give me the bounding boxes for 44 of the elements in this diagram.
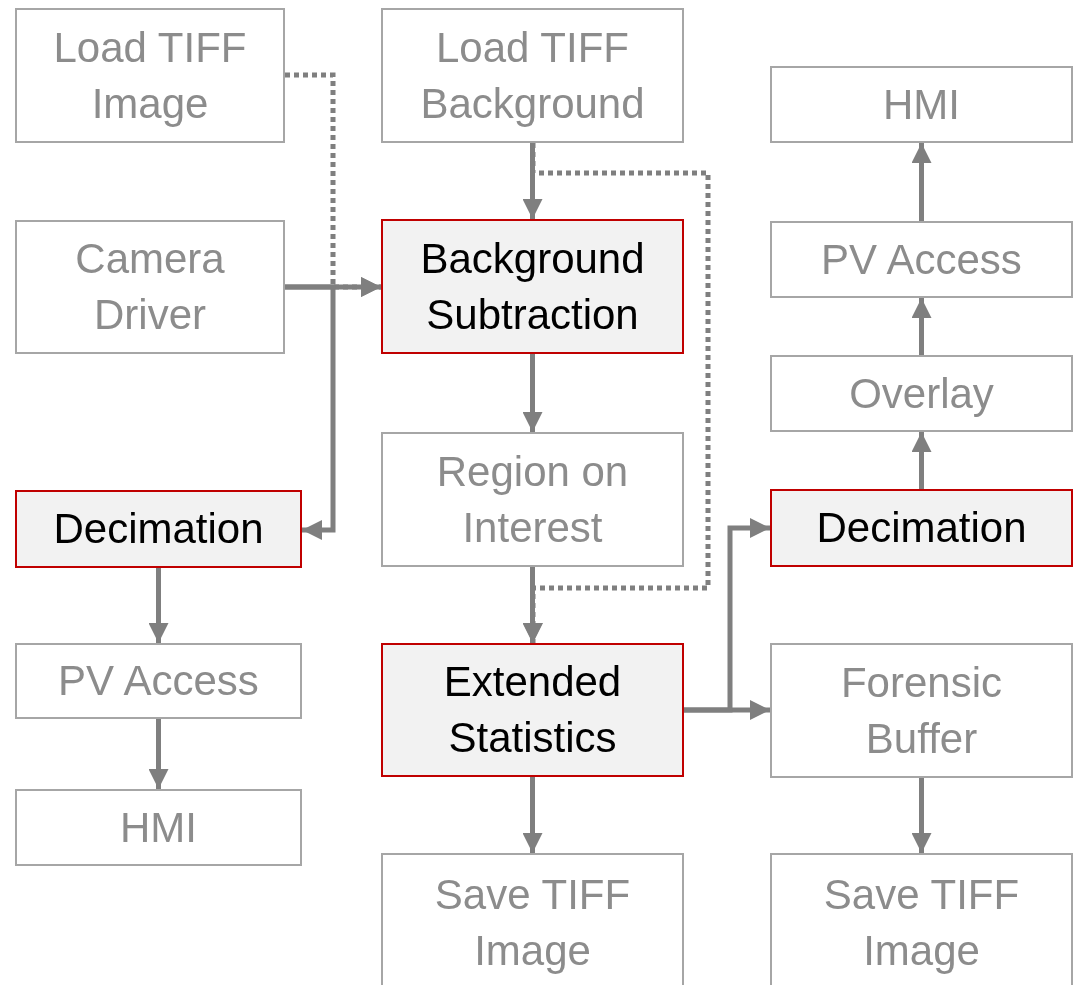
box-label: Save TIFF Image (433, 870, 632, 976)
arrow (285, 284, 336, 540)
box-label: Save TIFF Image (822, 870, 1021, 976)
box-label: Load TIFF Image (52, 22, 248, 129)
box-label: Camera Driver (74, 234, 226, 340)
arrow (148, 719, 169, 789)
box-label: Forensic Buffer (839, 657, 1004, 764)
arrow (522, 567, 543, 643)
box-label: PV Access (820, 234, 1023, 285)
arrow (148, 568, 169, 643)
process-box (15, 789, 302, 866)
process-box (770, 66, 1073, 143)
process-box (15, 643, 302, 719)
process-box (770, 355, 1073, 432)
process-box (15, 8, 285, 143)
process-box (770, 853, 1073, 985)
process-box (770, 221, 1073, 298)
arrow (522, 354, 543, 432)
box-label: Extended Statistics (442, 657, 623, 763)
box-label: Load TIFF Background (419, 22, 646, 129)
process-box (15, 220, 285, 354)
box-label: Background Subtraction (419, 233, 646, 340)
process-box (381, 219, 684, 354)
arrow (522, 777, 543, 853)
box-label: Region on Interest (435, 446, 630, 553)
box-label: HMI (119, 802, 198, 853)
box-label: HMI (882, 79, 961, 130)
process-box (381, 8, 684, 143)
box-label: Decimation (815, 503, 1028, 553)
arrow (911, 432, 932, 489)
arrow (522, 143, 543, 219)
process-box (15, 490, 302, 568)
arrow (911, 143, 932, 221)
process-box (381, 853, 684, 985)
process-box (381, 643, 684, 777)
process-box (381, 432, 684, 567)
box-label: Decimation (52, 504, 265, 554)
box-label: PV Access (57, 656, 260, 706)
arrow (684, 518, 770, 713)
process-box (770, 489, 1073, 567)
arrow (911, 778, 932, 853)
process-box (770, 643, 1073, 778)
box-label: Overlay (848, 368, 995, 419)
arrow (911, 298, 932, 355)
